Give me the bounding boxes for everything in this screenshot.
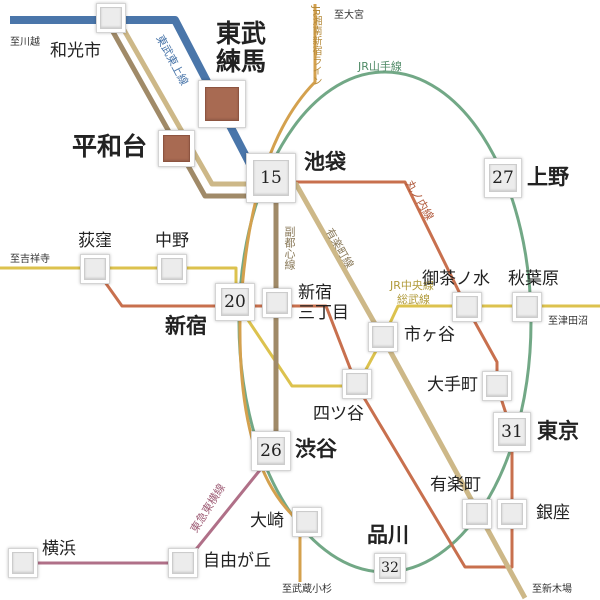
station-shinjuku[interactable]: 20 bbox=[215, 283, 255, 321]
shinjuku-minutes: 20 bbox=[220, 288, 250, 316]
station-shinagawa[interactable]: 32 bbox=[374, 553, 406, 583]
station-yokohama[interactable] bbox=[8, 548, 38, 578]
ueno-minutes: 27 bbox=[489, 163, 517, 193]
fukutoshin-line-label: 副都心線 bbox=[283, 226, 296, 270]
station-ochanomizu-label: 御茶ノ水 bbox=[422, 269, 490, 289]
station-otemachi-label: 大手町 bbox=[427, 375, 478, 395]
station-osaki-label: 大崎 bbox=[250, 511, 284, 531]
station-shinjuku-label: 新宿 bbox=[165, 313, 207, 338]
sobu-line-label: 総武線 bbox=[397, 293, 430, 306]
station-shinjuku-sanchome-label-2: 三丁目 bbox=[298, 303, 349, 323]
station-jiyugaoka-label: 自由が丘 bbox=[203, 551, 271, 571]
station-nakano-label: 中野 bbox=[155, 231, 189, 251]
station-wakoshi[interactable] bbox=[96, 3, 126, 33]
station-tokyo[interactable]: 31 bbox=[493, 412, 531, 452]
station-nakano[interactable] bbox=[157, 254, 187, 284]
station-ikebukuro[interactable]: 15 bbox=[246, 153, 296, 203]
jr-shonan-line-label: JR湘南新宿ライン bbox=[310, 6, 321, 86]
station-shinjuku-sanchome[interactable] bbox=[262, 288, 292, 318]
direction-tsudanuma: 至津田沼 bbox=[548, 316, 588, 327]
station-ueno-label: 上野 bbox=[527, 164, 569, 189]
station-otemachi[interactable] bbox=[482, 371, 512, 401]
direction-kichijoji: 至吉祥寺 bbox=[10, 254, 50, 265]
station-heiwadai[interactable] bbox=[158, 130, 195, 167]
shibuya-minutes: 26 bbox=[256, 436, 286, 466]
station-ichigaya[interactable] bbox=[368, 322, 398, 352]
station-yurakucho[interactable] bbox=[462, 499, 492, 529]
station-ginza[interactable] bbox=[497, 499, 527, 529]
station-heiwadai-label: 平和台 bbox=[72, 132, 148, 161]
jr-chuo-line-label: JR中央線 bbox=[390, 279, 434, 292]
station-yotsuya-label: 四ツ谷 bbox=[313, 404, 364, 424]
station-akihabara[interactable] bbox=[512, 292, 542, 322]
jr-yamanote-line-label: JR山手線 bbox=[358, 60, 402, 73]
station-ochanomizu[interactable] bbox=[452, 292, 482, 322]
station-ogikubo[interactable] bbox=[80, 254, 110, 284]
station-shinagawa-label: 品川 bbox=[367, 522, 409, 547]
station-yokohama-label: 横浜 bbox=[42, 539, 76, 559]
shinagawa-minutes: 32 bbox=[378, 557, 402, 579]
direction-kawagoe: 至川越 bbox=[10, 37, 40, 48]
station-tobu-nerima[interactable] bbox=[198, 80, 246, 128]
station-shibuya-label: 渋谷 bbox=[295, 436, 337, 461]
fukutoshin-line bbox=[109, 28, 279, 450]
tokyo-minutes: 31 bbox=[498, 417, 526, 447]
station-jiyugaoka[interactable] bbox=[168, 548, 198, 578]
station-tobu-nerima-label-2: 練馬 bbox=[216, 47, 267, 76]
station-tobu-nerima-label-1: 東武 bbox=[216, 19, 267, 48]
station-ichigaya-label: 市ヶ谷 bbox=[404, 325, 455, 345]
chuo-line bbox=[0, 266, 600, 388]
station-wakoshi-label: 和光市 bbox=[50, 41, 101, 61]
station-osaki[interactable] bbox=[292, 507, 322, 537]
direction-shinkiba: 至新木場 bbox=[532, 584, 572, 595]
station-akihabara-label: 秋葉原 bbox=[508, 269, 559, 289]
station-ueno[interactable]: 27 bbox=[484, 158, 522, 198]
direction-musashikosugi: 至武蔵小杉 bbox=[282, 584, 332, 595]
station-tokyo-label: 東京 bbox=[537, 418, 579, 443]
station-ikebukuro-label: 池袋 bbox=[304, 149, 346, 174]
station-yurakucho-label: 有楽町 bbox=[430, 475, 481, 495]
ikebukuro-minutes: 15 bbox=[252, 159, 290, 197]
station-ginza-label: 銀座 bbox=[536, 503, 570, 523]
station-shinjuku-sanchome-label-1: 新宿 bbox=[298, 283, 332, 303]
direction-omiya: 至大宮 bbox=[334, 10, 364, 21]
station-ogikubo-label: 荻窪 bbox=[78, 231, 112, 251]
station-shibuya[interactable]: 26 bbox=[251, 431, 291, 471]
station-yotsuya[interactable] bbox=[342, 369, 372, 399]
